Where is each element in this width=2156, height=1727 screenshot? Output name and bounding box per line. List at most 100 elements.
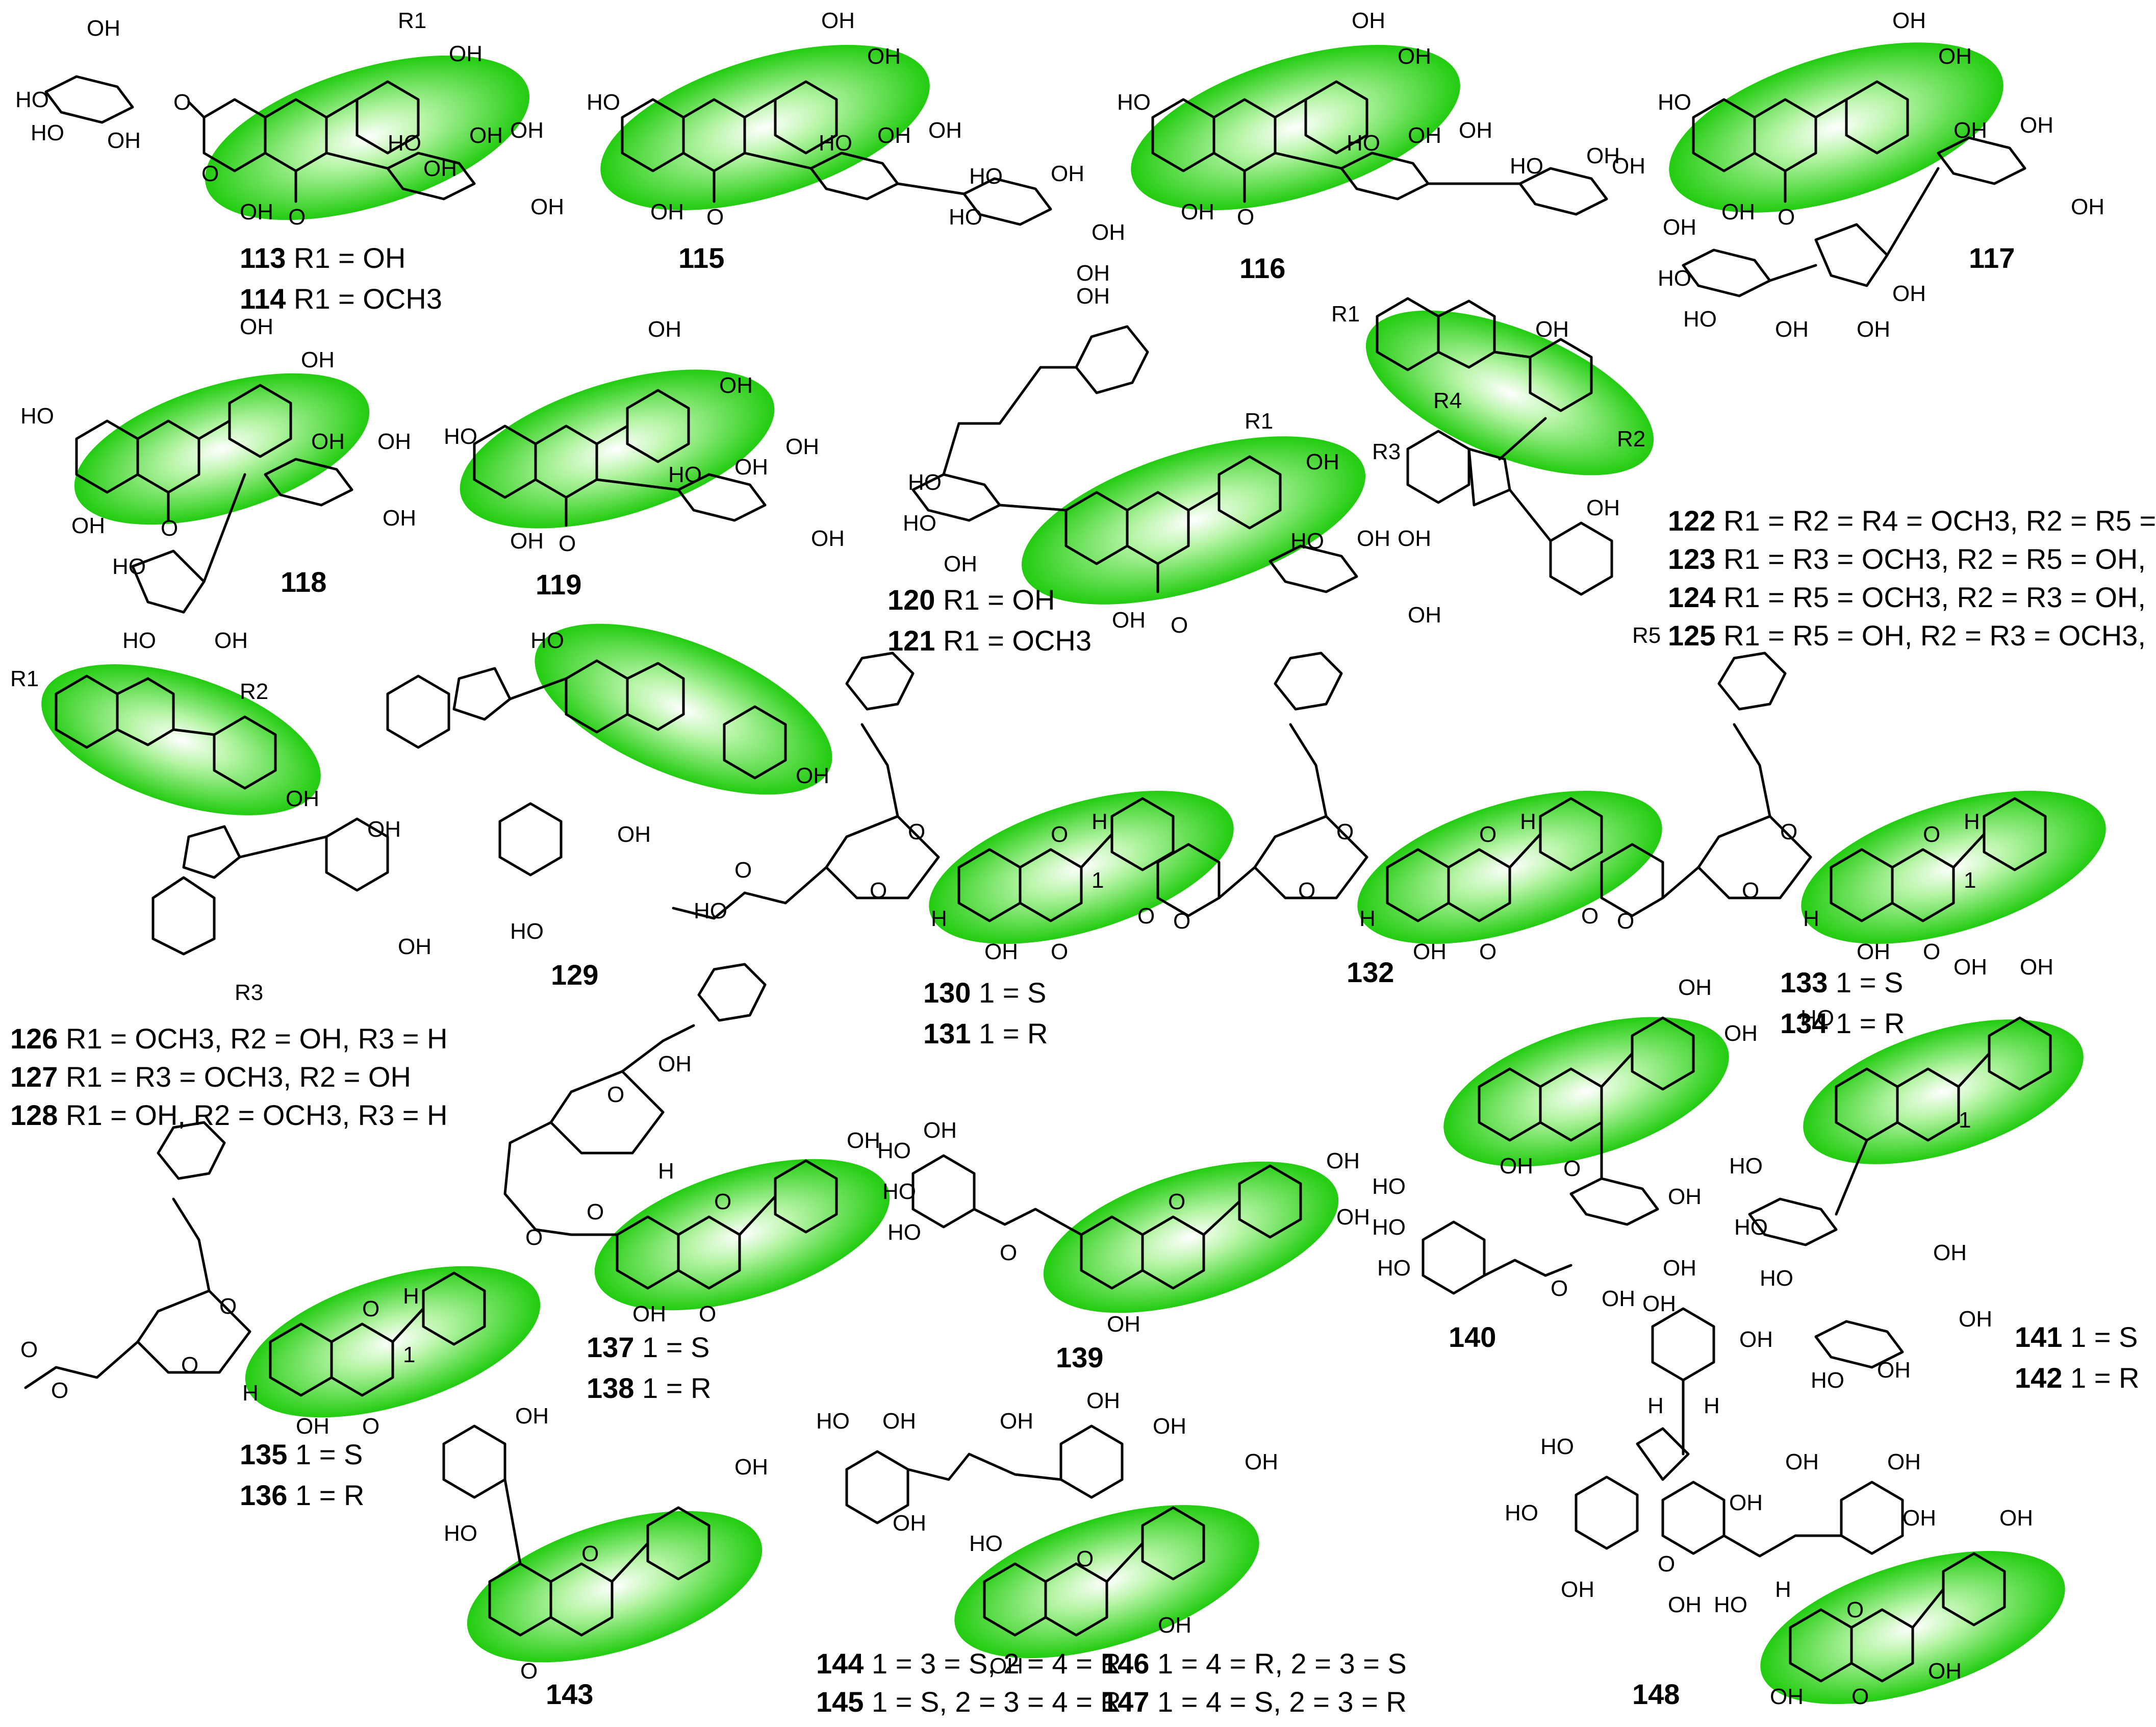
atom-r1-126: R1 xyxy=(10,666,39,691)
atom-ho: HO xyxy=(1729,1154,1763,1179)
atom-oh: OH xyxy=(1938,44,1972,69)
atom-ho: HO xyxy=(1510,154,1543,179)
atom-oh: OH xyxy=(87,16,120,41)
highlight-113 xyxy=(205,55,530,220)
atom-oh: OH xyxy=(1408,603,1441,628)
atom-o: O xyxy=(201,161,219,186)
atom-o: O xyxy=(1563,1156,1581,1181)
atom-oh: OH xyxy=(1721,199,1755,224)
atom-ho: HO xyxy=(1372,1215,1406,1240)
caption-115: 115 xyxy=(678,242,724,274)
structure-133 xyxy=(1600,652,2047,922)
atom-o: O xyxy=(1173,909,1190,934)
atom-oh: OH xyxy=(1959,1307,1992,1332)
atom-oh: OH xyxy=(877,123,911,148)
caption-142: 142 1 = R xyxy=(2015,1362,2139,1394)
atom-oh: OH xyxy=(449,41,483,66)
atom-oh: OH xyxy=(1999,1506,2033,1531)
atom-oh: OH xyxy=(1785,1449,1819,1474)
atom-r3-126: R3 xyxy=(235,980,263,1005)
atom-ho: HO xyxy=(1800,1006,1834,1031)
atom-oh: OH xyxy=(821,8,855,33)
atom-oh: OH xyxy=(984,939,1018,964)
atom-oh: OH xyxy=(1051,161,1084,186)
caption-141: 141 1 = S xyxy=(2015,1321,2138,1353)
atom-ho: HO xyxy=(969,164,1003,189)
atom-r4-122: R4 xyxy=(1433,388,1462,413)
atom-oh: OH xyxy=(1602,1286,1635,1311)
atom-o: O xyxy=(1923,822,1940,847)
caption-139: 139 xyxy=(1056,1341,1103,1373)
atom-ho: HO xyxy=(510,919,544,944)
atom-h: H xyxy=(1964,809,1980,834)
atom-o: O xyxy=(1846,1597,1864,1622)
atom-oh: OH xyxy=(1663,1256,1696,1281)
atom-oh: OH xyxy=(1586,143,1620,168)
caption-114: 114 R1 = OCH3 xyxy=(240,283,442,315)
atom-ho: HO xyxy=(668,462,702,487)
atom-oh: OH xyxy=(2071,194,2104,219)
atom-oh: OH xyxy=(1775,317,1809,342)
atom-oh: OH xyxy=(882,1409,916,1434)
atom-o: O xyxy=(1171,613,1188,638)
structure-140 xyxy=(1422,1016,1695,1295)
caption-117: 117 xyxy=(1969,242,2015,274)
atom-r5-122: R5 xyxy=(1632,623,1661,648)
atom-o: O xyxy=(1479,822,1496,847)
structure-126 xyxy=(55,674,389,956)
atom-oh: OH xyxy=(1857,317,1890,342)
atom-ho: HO xyxy=(1658,90,1691,115)
atom-oh: OH xyxy=(530,194,564,219)
atom-o: O xyxy=(362,1414,379,1439)
highlight-122 xyxy=(1365,310,1654,475)
caption-132: 132 xyxy=(1347,956,1394,988)
atom-r1-120: R1 xyxy=(1245,409,1273,434)
caption-113: 113 R1 = OH xyxy=(240,242,405,274)
atom-r1-122: R1 xyxy=(1331,302,1360,327)
atom-h: H xyxy=(242,1381,259,1406)
atom-o: O xyxy=(714,1189,731,1214)
structure-137 xyxy=(503,963,838,1290)
atom-o: O xyxy=(362,1296,379,1321)
atom-oh: OH xyxy=(893,1511,926,1536)
atom-oh: OH xyxy=(944,552,977,577)
atom-o: O xyxy=(520,1659,538,1684)
atom-oh: OH xyxy=(1857,939,1890,964)
atom-ho: HO xyxy=(694,898,727,923)
atom-oh: OH xyxy=(1892,281,1926,306)
atom-oh: OH xyxy=(398,934,432,959)
atom-oh: OH xyxy=(1352,8,1385,33)
atom-oh: OH xyxy=(617,822,651,847)
atom-o: O xyxy=(870,878,887,903)
atom-oh: OH xyxy=(1663,215,1696,240)
atom-oh: OH xyxy=(928,118,962,143)
atom-oh: OH xyxy=(240,199,273,224)
structure-117 xyxy=(1682,80,2026,297)
atom-oh: OH xyxy=(1954,118,1987,143)
atom-oh: OH xyxy=(1326,1148,1360,1173)
structure-113 xyxy=(44,75,476,203)
structure-115 xyxy=(621,80,1052,226)
atom-ho: HO xyxy=(587,90,620,115)
caption-119: 119 xyxy=(536,568,581,600)
atom-oh: OH xyxy=(1245,1449,1278,1474)
structure-141 xyxy=(1748,1016,2052,1369)
atom-oh: OH xyxy=(383,506,416,531)
atom-o: O xyxy=(1581,904,1599,929)
atom-o: O xyxy=(1778,205,1795,230)
atom-oh: OH xyxy=(1107,1312,1140,1337)
atom-oh: OH xyxy=(1668,1184,1702,1209)
atom-ho: HO xyxy=(112,554,146,579)
atom-oh: OH xyxy=(1724,1021,1758,1046)
atom-ho: HO xyxy=(444,1521,477,1546)
atom-o: O xyxy=(1168,1189,1185,1214)
atom-oh: OH xyxy=(1112,608,1146,633)
atom-o: O xyxy=(908,819,925,844)
atom-r2-126: R2 xyxy=(240,679,268,704)
bond-skeletons xyxy=(24,75,2052,1683)
atom-o: O xyxy=(734,858,752,883)
atom-oh: OH xyxy=(1181,199,1214,224)
caption-147: 147 1 = 4 = S, 2 = 3 = R xyxy=(1102,1686,1407,1718)
structure-139 xyxy=(911,1154,1302,1290)
